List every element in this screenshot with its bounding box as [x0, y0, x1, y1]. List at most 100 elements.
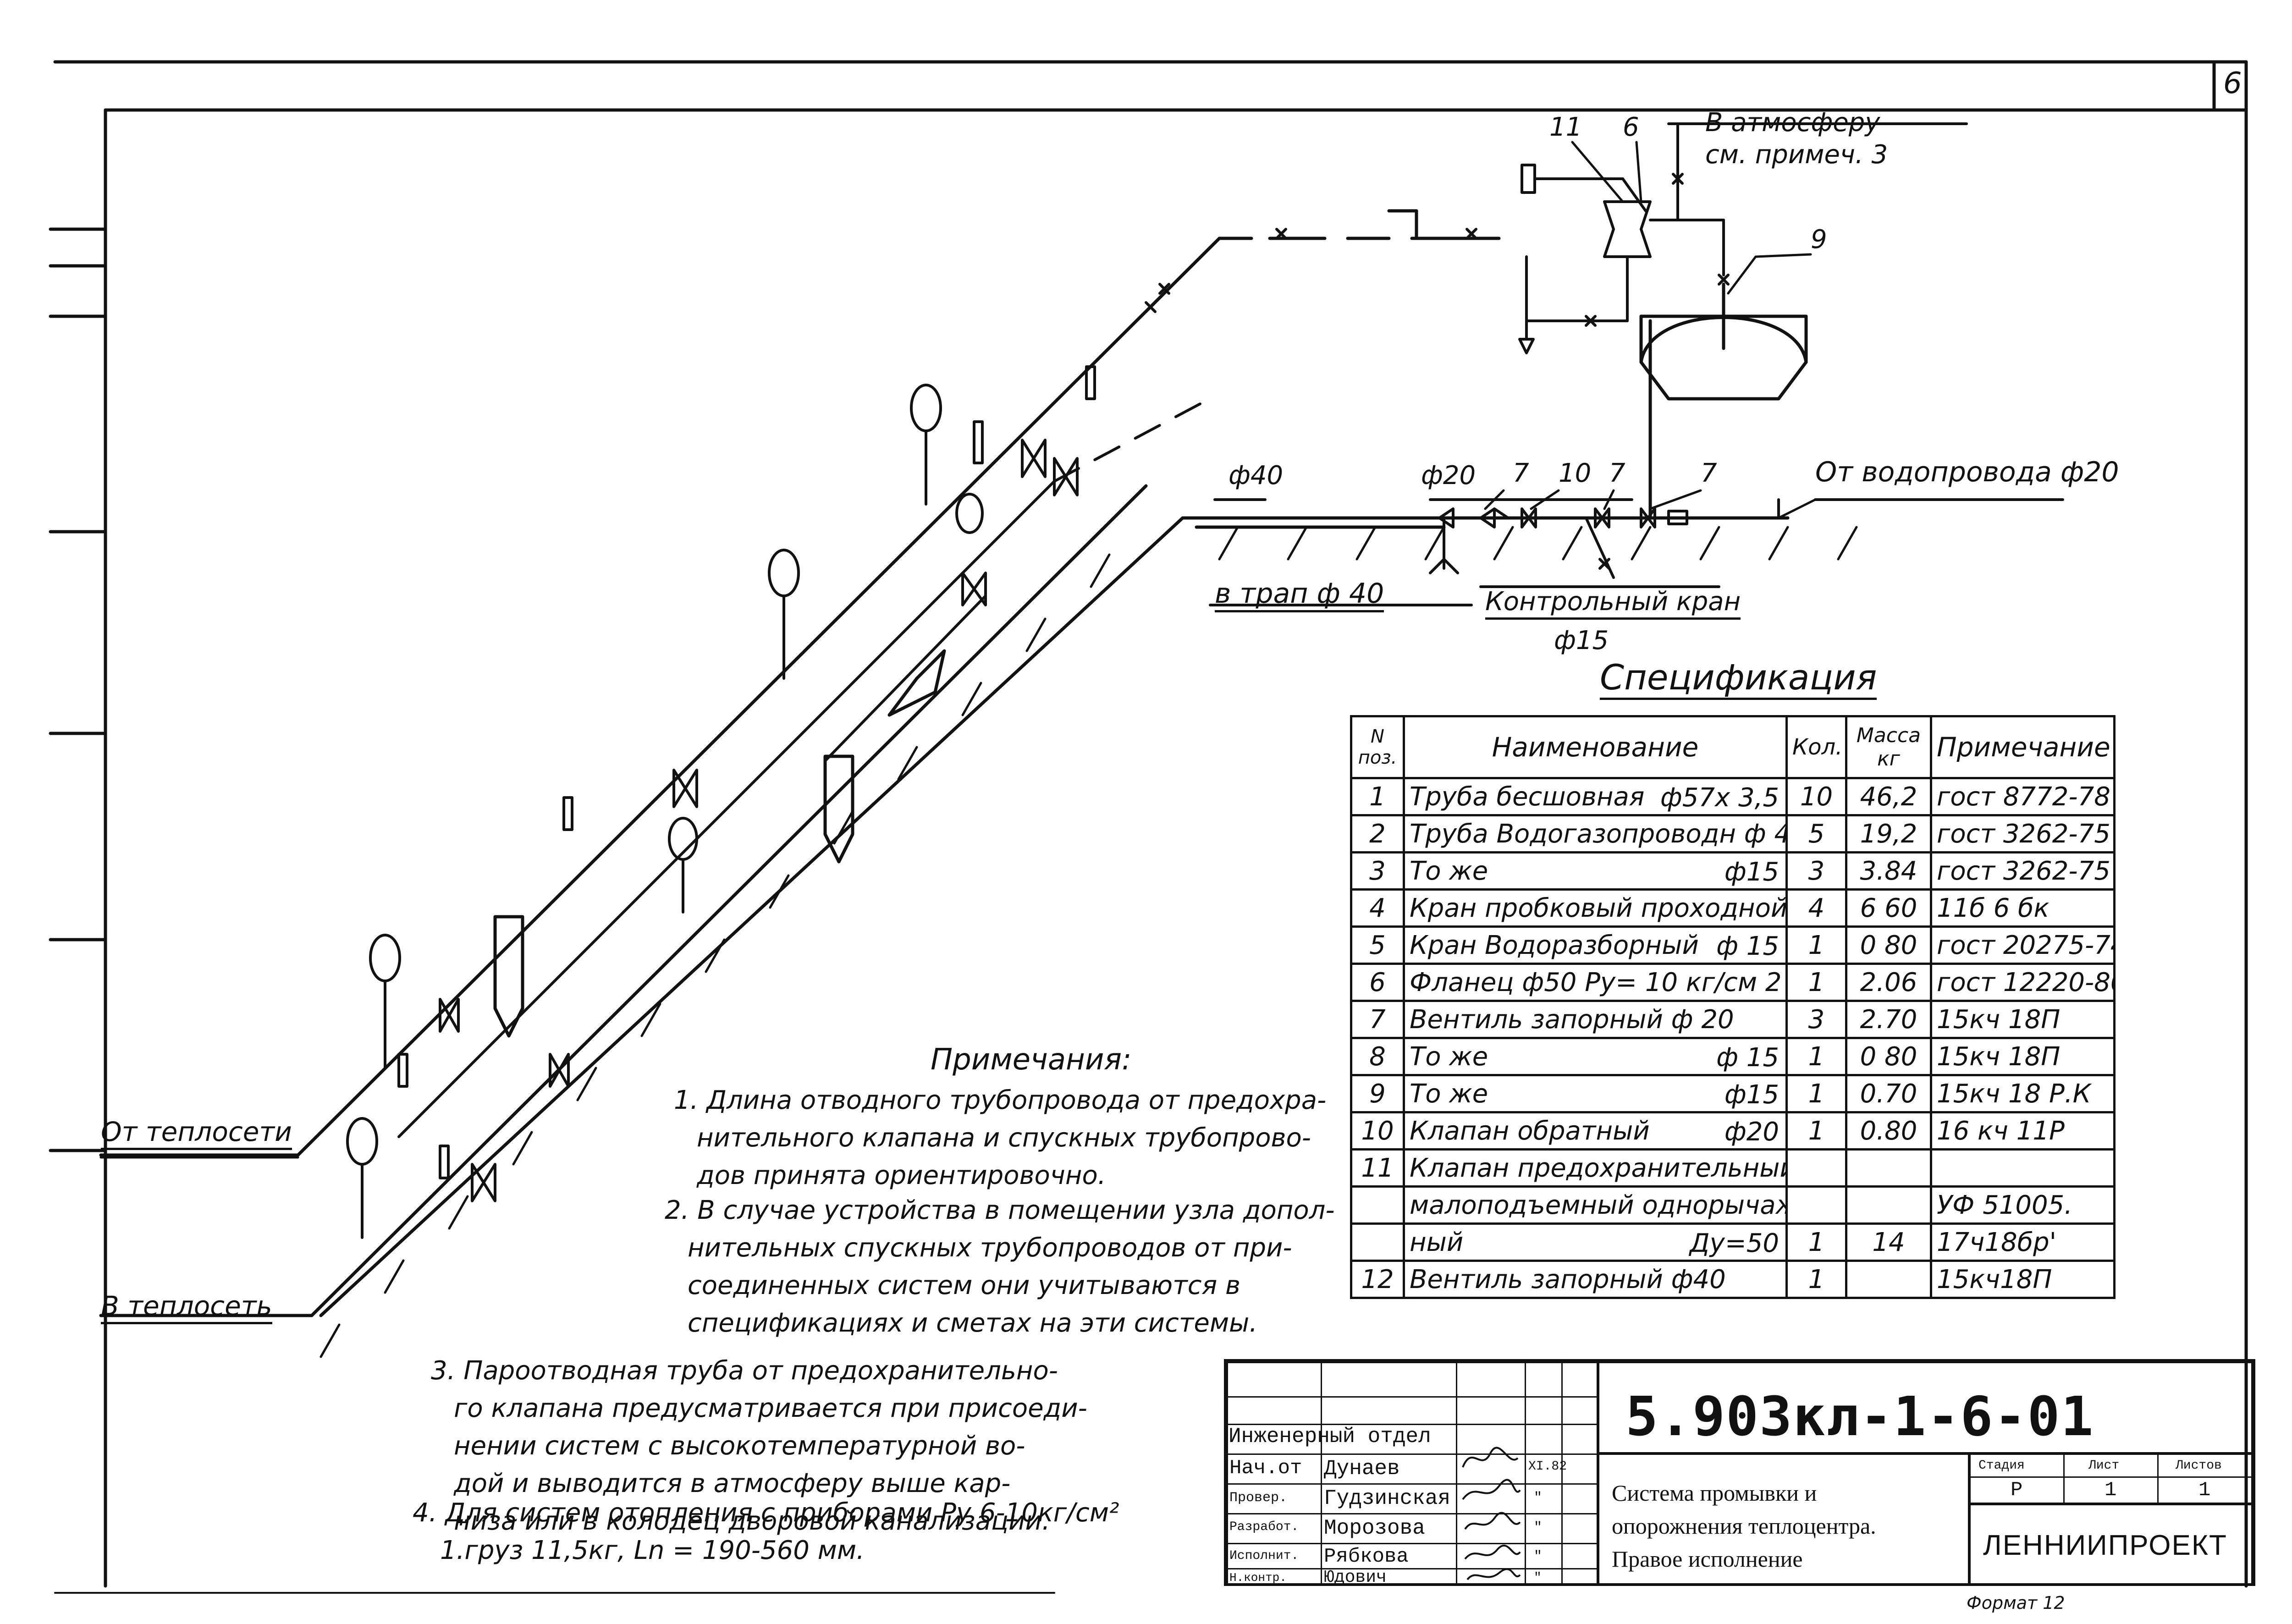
note-3-line: 3. Пароотводная труба от предохранительн… — [431, 1356, 1058, 1386]
title-block-vrule — [1456, 1362, 1457, 1586]
spec-header-note: Примечание — [1930, 715, 2116, 779]
label-to-heat-network: В теплосеть — [101, 1293, 272, 1324]
sheets-value: 1 — [2198, 1479, 2211, 1502]
sign-date: " — [1534, 1571, 1542, 1585]
safety-valve-assembly — [1518, 122, 1968, 354]
spec-cell-mass: 2.06 — [1845, 963, 1932, 1002]
organization-name: ЛЕННИИПРОЕКТ — [1983, 1530, 2227, 1561]
note-2: 2. В случае устройства в помещении узла … — [665, 1192, 1335, 1342]
note-4-line: 4. Для систем отопления с приборами Ру 6… — [413, 1498, 1119, 1528]
position-7b-label: 7 — [1609, 458, 1625, 488]
spec-cell-note: 17ч18бр' — [1930, 1222, 2116, 1262]
title-block-rule — [1969, 1476, 2253, 1478]
spec-cell-name: Кран пробковый проходной ф40 — [1403, 888, 1788, 928]
spec-item-size: ф15 — [1724, 1080, 1779, 1110]
spec-cell-qty — [1785, 1185, 1847, 1225]
spec-cell-qty: 1 — [1785, 963, 1847, 1002]
spec-cell-pos: 10 — [1350, 1111, 1405, 1151]
sheets-label: Листов — [2176, 1459, 2222, 1473]
spec-cell-qty: 3 — [1785, 1000, 1847, 1039]
spec-cell-qty: 1 — [1785, 925, 1847, 965]
spec-item-name: Клапан предохранительный — [1410, 1153, 1787, 1183]
spec-cell-note: гост 12220-80 — [1930, 963, 2116, 1002]
pressure-gauges — [346, 384, 984, 1239]
bypass-pipe-line — [397, 402, 1202, 1138]
spec-cell-qty: 1 — [1785, 1111, 1847, 1151]
title-block-org-cell — [1969, 1504, 2253, 1586]
notes-title: Примечания: — [931, 1043, 1132, 1077]
leader-lines — [99, 141, 1817, 1159]
sign-date: " — [1534, 1490, 1543, 1506]
role-label: Провер. — [1229, 1490, 1288, 1506]
spec-cell-note: УФ 51005. — [1930, 1185, 2116, 1225]
spec-cell-name: Клапан предохранительный — [1403, 1148, 1788, 1188]
spec-header-row: N поз. Наименование Кол. Масса кг Примеч… — [1350, 715, 2116, 779]
spec-cell-name: малоподъемный однорычаж- — [1403, 1185, 1788, 1225]
signatures — [1462, 1447, 1521, 1580]
sign-date: " — [1534, 1549, 1543, 1564]
title-block-rule — [1227, 1453, 1598, 1455]
sheet-label: Лист — [2088, 1459, 2120, 1473]
title-block-vrule — [1321, 1362, 1322, 1586]
role-label: Н.контр. — [1229, 1571, 1287, 1585]
label-to-atmosphere: В атмосферу — [1705, 108, 1880, 138]
note-1-line: дов принята ориентировочно. — [697, 1161, 1106, 1190]
spec-cell-qty: 1 — [1785, 1260, 1847, 1299]
spec-item-name: ный — [1410, 1227, 1464, 1257]
title-block-stage-cell — [1969, 1453, 2253, 1504]
spec-cell-mass — [1845, 1260, 1932, 1299]
description-line: опорожнения теплоцентра. — [1612, 1513, 1876, 1539]
spec-cell-qty: 4 — [1785, 888, 1847, 928]
spec-item-name: Труба бесшовная — [1410, 782, 1645, 812]
spec-cell-mass: 0.80 — [1845, 1111, 1932, 1151]
spec-cell-name: Вентиль запорный ф40 — [1403, 1260, 1788, 1299]
spec-item-name: Фланец ф50 Ру= 10 кг/см 2 — [1410, 967, 1782, 997]
spec-cell-qty: 5 — [1785, 814, 1847, 853]
position-11-label: 11 — [1549, 112, 1582, 142]
spec-cell-note: гост 3262-75 — [1930, 851, 2116, 891]
spec-item-name: малоподъемный однорычаж- — [1410, 1190, 1787, 1220]
label-control-valve: Контрольный кран — [1485, 589, 1741, 620]
spec-cell-mass: 0 80 — [1845, 1037, 1932, 1076]
doc-code: 5.903кл-1-6-01 — [1625, 1385, 2094, 1448]
signer-name: Гудзинская — [1324, 1486, 1451, 1510]
role-label: Исполнит. — [1229, 1549, 1299, 1563]
label-to-drain: в трап ф 40 — [1215, 580, 1384, 612]
spec-cell-note: гост 8772-78 — [1930, 777, 2116, 816]
title-block: 5.903кл-1-6-01 Инженерный отдел Нач.от П… — [1224, 1359, 2255, 1586]
thermometers — [397, 365, 1096, 1179]
spec-cell-pos: 2 — [1350, 814, 1405, 853]
spec-item-size: ф15 — [1724, 857, 1779, 887]
position-6-label: 6 — [1623, 112, 1639, 142]
position-9-label: 9 — [1811, 225, 1827, 254]
spec-header-qty: Кол. — [1785, 715, 1847, 779]
supply-pipe-line — [99, 209, 1501, 1157]
spec-cell-mass — [1845, 1185, 1932, 1225]
spec-header-pos: N поз. — [1350, 715, 1405, 779]
spec-item-name: Клапан обратный — [1410, 1116, 1650, 1146]
note-3-line: дой и выводится в атмосферу выше кар- — [454, 1469, 1011, 1498]
spec-cell-note: 15кч 18П — [1930, 1000, 2116, 1039]
spec-cell-pos: 3 — [1350, 851, 1405, 891]
position-10-label: 10 — [1559, 458, 1592, 488]
spec-item-name: Вентиль запорный ф40 — [1410, 1264, 1726, 1294]
signer-name: Рябкова — [1324, 1545, 1409, 1568]
note-2-line: нительных спускных трубопроводов от при- — [688, 1233, 1292, 1263]
sheet-frame — [49, 60, 2248, 1594]
description-line: Правое исполнение — [1612, 1546, 1803, 1572]
label-from-heat-network: От теплосети — [101, 1118, 292, 1150]
spec-cell-note: 15кч 18 Р.К — [1930, 1074, 2116, 1113]
spec-cell-pos: 1 — [1350, 777, 1405, 816]
spec-cell-mass: 6 60 — [1845, 888, 1932, 928]
label-d40: ф40 — [1229, 461, 1284, 490]
